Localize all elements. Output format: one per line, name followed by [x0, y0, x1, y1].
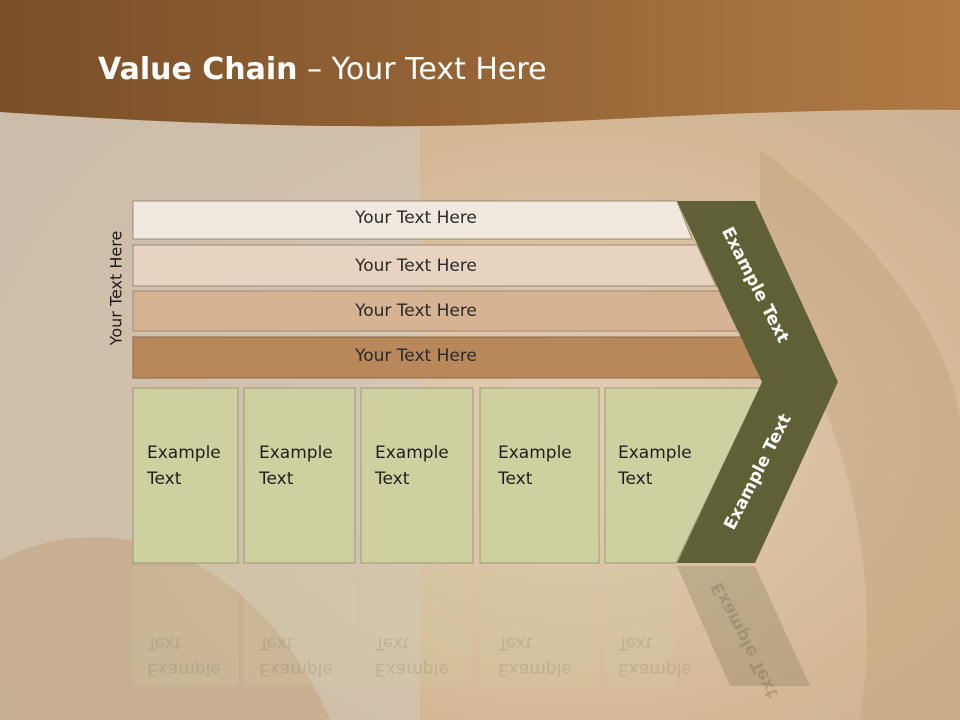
reflection-3-line2: Text: [375, 633, 410, 653]
reflection-5-line1: Example: [618, 659, 692, 679]
reflection-box-2: Example Text: [259, 630, 349, 682]
reflection-1-line1: Example: [147, 659, 221, 679]
reflection-box-3: Example Text: [375, 630, 465, 682]
row-band-3: [132, 290, 739, 332]
activity-box-3: [360, 387, 474, 564]
row-label-4: Your Text Here: [355, 346, 477, 366]
box-3-line2: Text: [375, 469, 410, 489]
reflection-box-4: Example Text: [498, 630, 588, 682]
reflection-5-line2: Text: [618, 633, 653, 653]
box-2-line1: Example: [259, 443, 333, 463]
activity-box-5: [604, 387, 761, 564]
box-5-line2: Text: [618, 469, 653, 489]
title-bold: Value Chain: [98, 52, 298, 87]
box-1-line1: Example: [147, 443, 221, 463]
reflection-2-line1: Example: [259, 659, 333, 679]
reflection-2-line2: Text: [259, 633, 294, 653]
reflection-box-5: Example Text: [618, 630, 708, 682]
row-band-1: [132, 200, 693, 240]
row-band-2: [132, 244, 717, 287]
row-label-1: Your Text Here: [355, 208, 477, 228]
reflection-1-line2: Text: [147, 633, 182, 653]
box-1-line2: Text: [147, 469, 182, 489]
box-3-line1: Example: [375, 443, 449, 463]
activity-box-4: [479, 387, 600, 564]
row-label-3: Your Text Here: [355, 301, 477, 321]
page-title: Value Chain – Your Text Here: [98, 52, 547, 87]
title-rest: – Your Text Here: [297, 52, 547, 87]
box-5-line1: Example: [618, 443, 692, 463]
chevron-top: [677, 201, 838, 382]
reflection-box-1: Example Text: [147, 630, 237, 682]
box-4-line2: Text: [498, 469, 533, 489]
reflection-4-line2: Text: [498, 633, 533, 653]
box-2-line2: Text: [259, 469, 294, 489]
chevron-bottom: [677, 382, 838, 563]
row-label-2: Your Text Here: [355, 256, 477, 276]
reflection-3-line1: Example: [375, 659, 449, 679]
box-4-line1: Example: [498, 443, 572, 463]
activity-box-1: [132, 387, 239, 564]
activity-box-2: [243, 387, 356, 564]
reflection-4-line1: Example: [498, 659, 572, 679]
